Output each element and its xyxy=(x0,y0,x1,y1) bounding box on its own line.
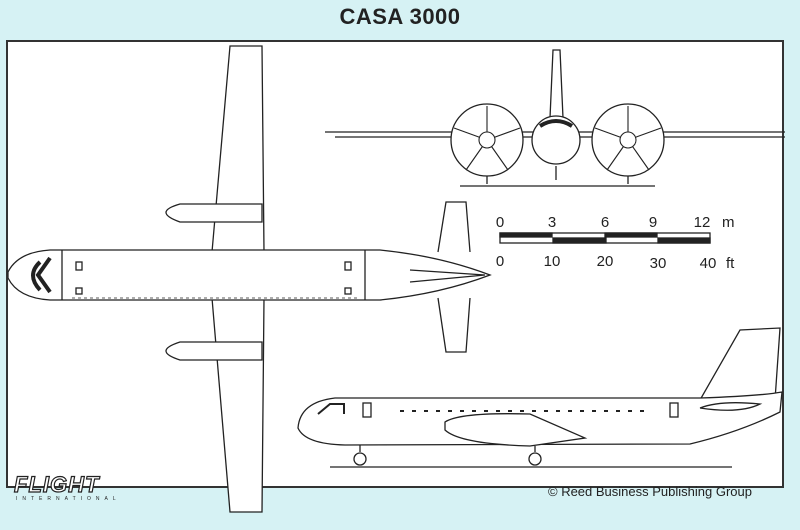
h-tail-upper xyxy=(437,201,471,253)
metric-tick: 0 xyxy=(496,214,504,231)
fuselage-top xyxy=(7,249,492,301)
nose-wheel xyxy=(353,452,367,466)
side-view xyxy=(297,327,783,468)
imperial-tick: 30 xyxy=(650,255,667,272)
metric-tick: 12 xyxy=(694,214,711,231)
front-view xyxy=(325,49,785,187)
metric-tick: 6 xyxy=(601,214,609,231)
side-nacelle xyxy=(444,413,588,447)
imperial-tick: 20 xyxy=(597,253,614,270)
metric-unit: m xyxy=(722,214,735,231)
upper-nacelle xyxy=(165,203,263,223)
front-fuselage xyxy=(531,115,581,165)
flight-logo: FLIGHT xyxy=(13,471,100,497)
flight-logo-subtext: INTERNATIONAL xyxy=(16,496,121,502)
top-view xyxy=(7,45,492,513)
lower-nacelle xyxy=(165,341,263,361)
side-fin xyxy=(699,327,781,401)
lower-wing xyxy=(211,297,265,513)
diagram-title: CASA 3000 xyxy=(339,4,461,29)
imperial-tick: 0 xyxy=(496,253,504,270)
main-wheel xyxy=(528,452,542,466)
imperial-tick: 10 xyxy=(544,253,561,270)
metric-tick: 9 xyxy=(649,214,657,231)
front-fin xyxy=(549,49,564,119)
imperial-unit: ft xyxy=(726,255,735,272)
copyright-notice: © Reed Business Publishing Group xyxy=(548,484,752,499)
scale-bar xyxy=(499,232,711,244)
cockpit-windows xyxy=(31,256,52,294)
metric-tick: 3 xyxy=(548,214,556,231)
h-tail-lower xyxy=(437,297,471,353)
upper-wing xyxy=(211,45,265,253)
imperial-tick: 40 xyxy=(700,255,717,272)
